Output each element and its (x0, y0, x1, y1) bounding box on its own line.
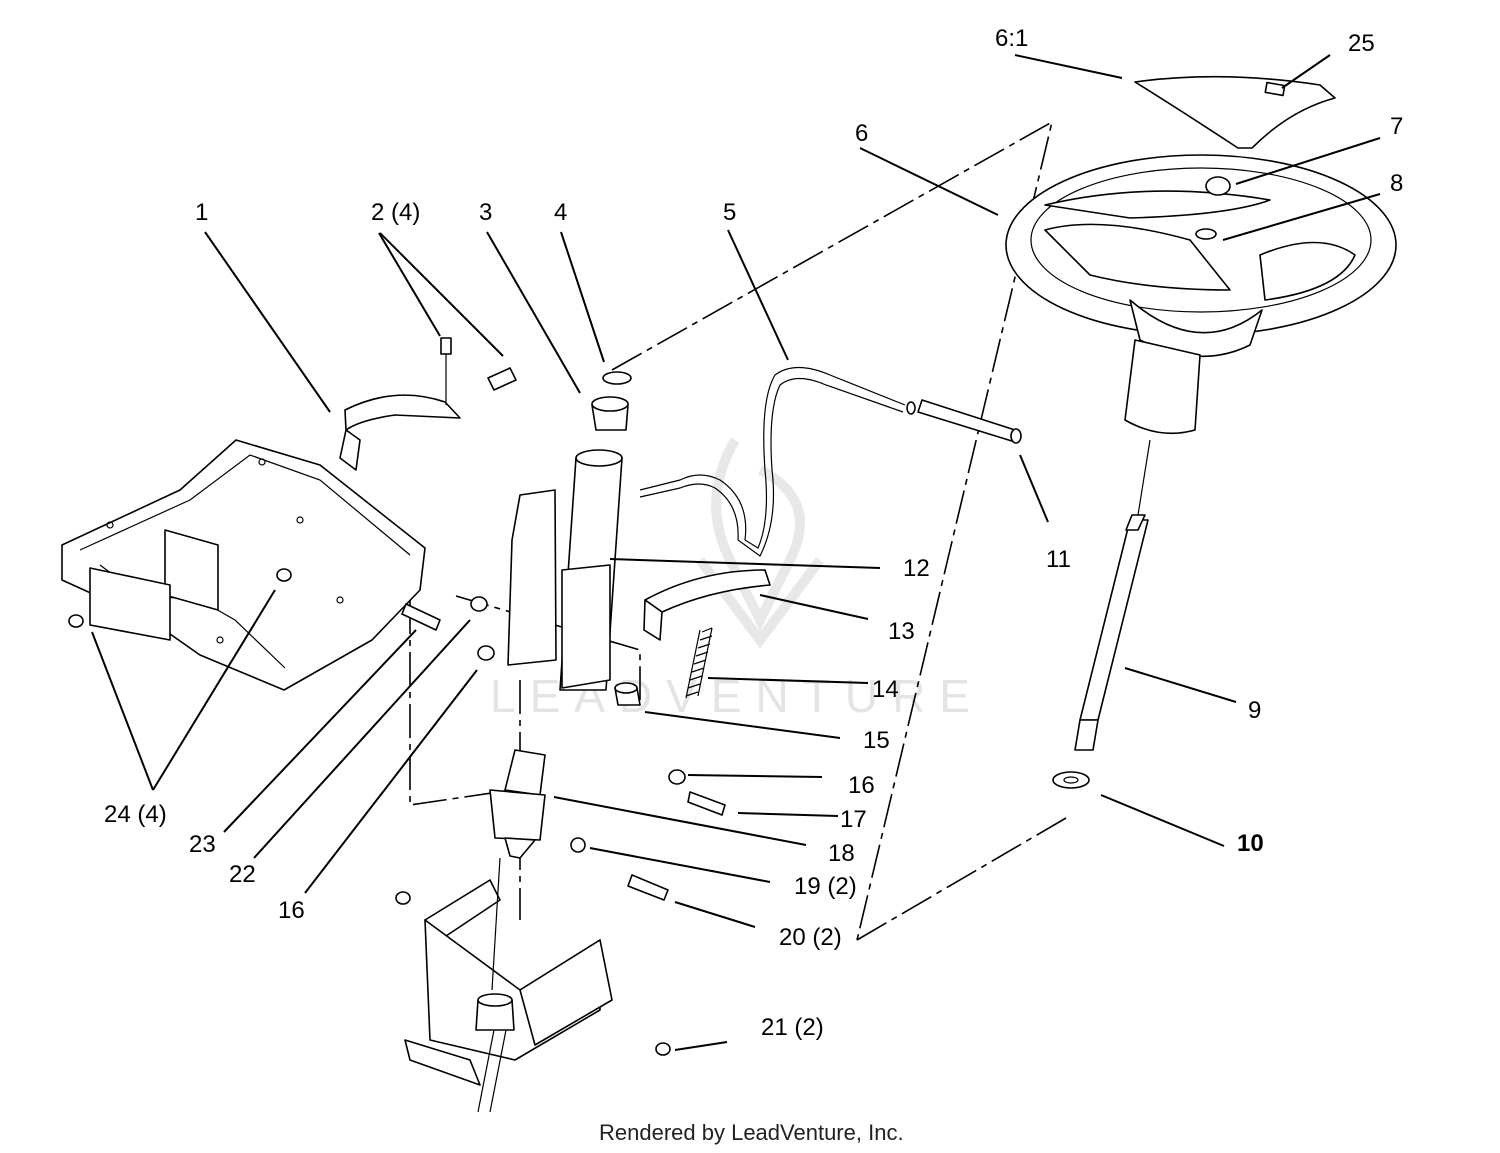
sleeve-11 (917, 399, 1022, 444)
bolt-2 (440, 337, 517, 405)
u-joint (489, 749, 546, 859)
steering-shaft (1074, 439, 1151, 751)
callout-7: 7 (1390, 113, 1403, 140)
bolt-20 (570, 837, 669, 901)
wheel-cap (1134, 75, 1336, 149)
callout-8: 8 (1390, 170, 1403, 197)
spacer-15 (614, 682, 641, 706)
callout-18: 18 (828, 840, 855, 867)
callout-24: 24 (4) (104, 801, 167, 828)
callout-16-right: 16 (848, 772, 875, 799)
callout-6: 6 (855, 120, 868, 147)
steering-tube (507, 371, 632, 691)
callout-10: 10 (1237, 830, 1264, 857)
callout-14: 14 (872, 676, 899, 703)
callout-13: 13 (888, 618, 915, 645)
upper-bracket (339, 394, 461, 471)
callout-22: 22 (229, 861, 256, 888)
callout-6-1: 6:1 (995, 25, 1028, 52)
callout-23: 23 (189, 831, 216, 858)
washer-10 (1052, 771, 1090, 789)
callout-20: 20 (2) (779, 924, 842, 951)
bracket-13 (643, 569, 771, 641)
callout-4: 4 (554, 199, 567, 226)
callout-5: 5 (723, 199, 736, 226)
callout-12: 12 (903, 555, 930, 582)
callout-15: 15 (863, 727, 890, 754)
spring-14 (685, 627, 713, 699)
callout-25: 25 (1348, 30, 1375, 57)
callout-11: 11 (1046, 546, 1071, 573)
callout-9: 9 (1248, 697, 1261, 724)
callout-19: 19 (2) (794, 873, 857, 900)
bolt-17 (668, 769, 726, 816)
frame-plate (61, 439, 426, 691)
callout-1: 1 (195, 199, 208, 226)
lever-rod (639, 366, 916, 557)
callout-17: 17 (840, 806, 867, 833)
steering-wheel (1005, 154, 1397, 435)
callout-21: 21 (2) (761, 1014, 824, 1041)
left-fasteners (401, 596, 495, 661)
callout-2: 2 (4) (371, 199, 420, 226)
leader-lines (91, 54, 1381, 1051)
callout-3: 3 (479, 199, 492, 226)
callout-16-left: 16 (278, 897, 305, 924)
lower-bracket (395, 857, 671, 1113)
callouts: 1 2 (4) 3 4 5 6 6:1 25 7 8 11 12 13 14 1… (104, 25, 1403, 1041)
footer-credit: Rendered by LeadVenture, Inc. (599, 1120, 904, 1145)
nuts-24 (68, 568, 292, 628)
